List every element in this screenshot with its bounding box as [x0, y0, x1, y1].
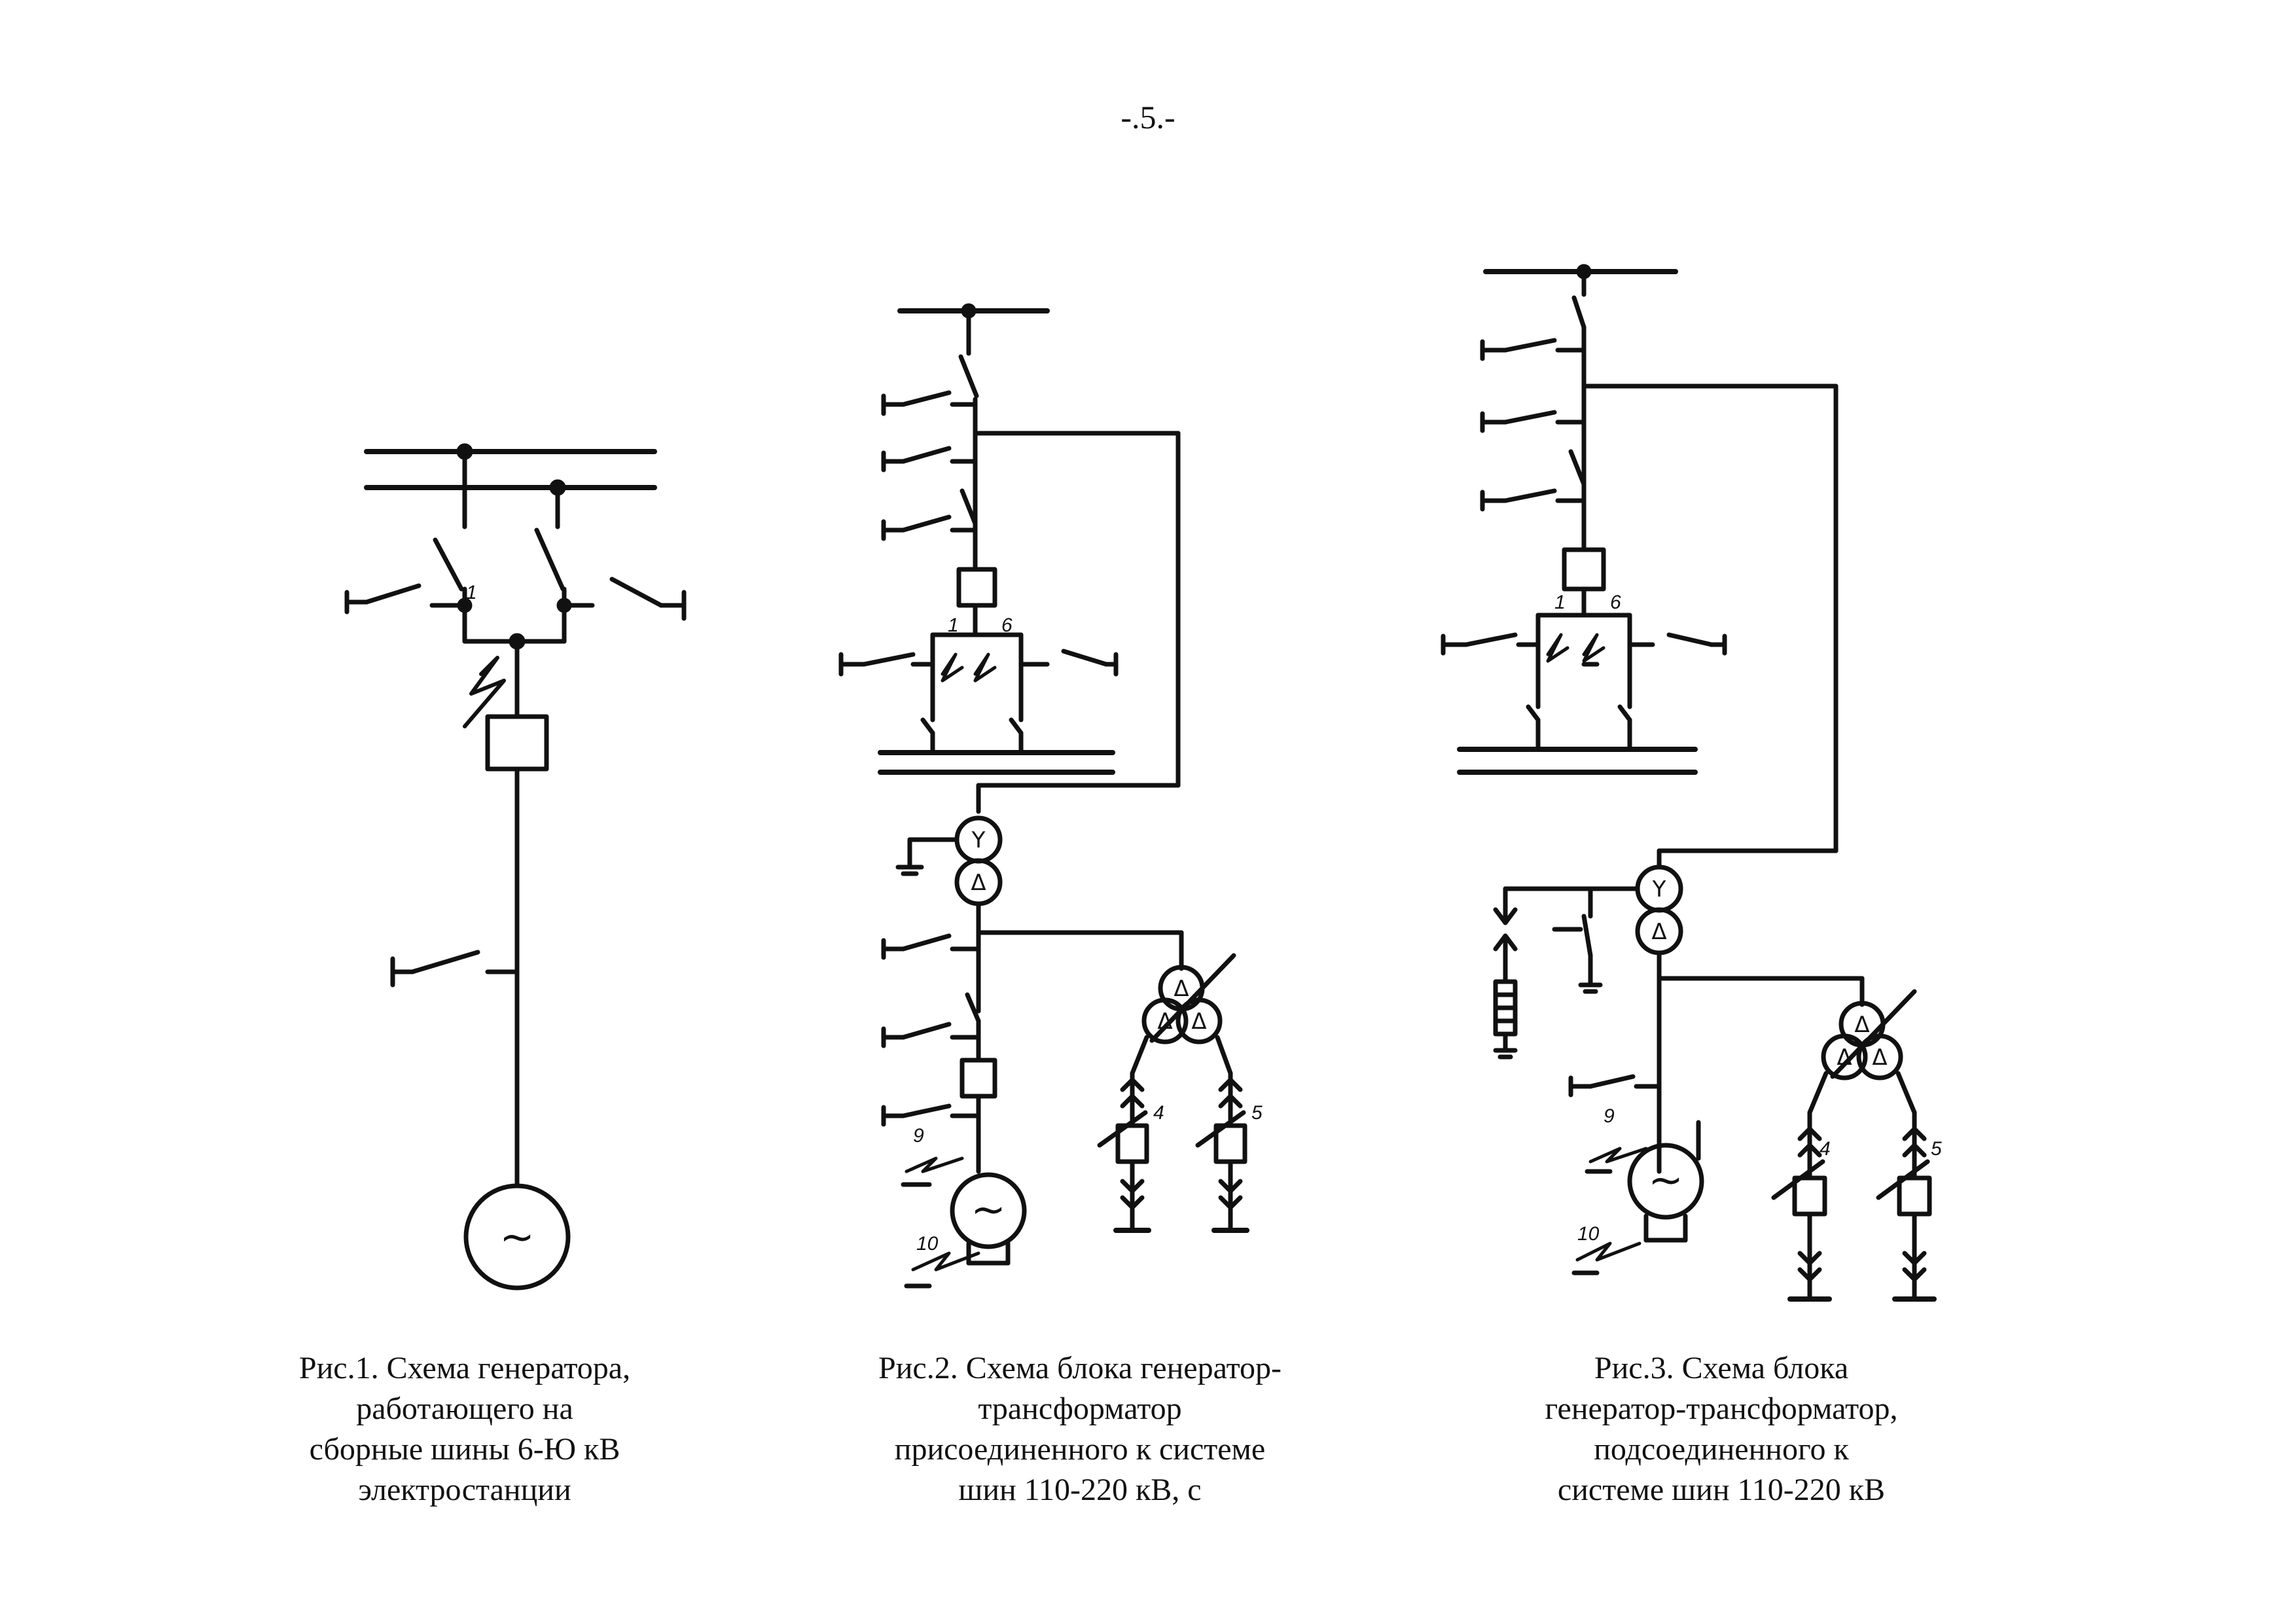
- fig3-label-5: 5: [1931, 1138, 1942, 1160]
- fig2-label-1: 1: [948, 615, 959, 636]
- fig2-aux-delta-3: Δ: [1191, 1008, 1206, 1035]
- fig3-aux-delta-2: Δ: [1837, 1044, 1852, 1071]
- fig2-label-9: 9: [913, 1125, 924, 1147]
- fig2-transformer-star: Y: [971, 827, 986, 853]
- fig3-label-9: 9: [1604, 1105, 1615, 1127]
- fig3-label-1: 1: [1554, 592, 1566, 613]
- fig2-transformer-delta: Δ: [971, 870, 986, 896]
- figure-2-scheme: 1 6 Y Δ Δ Δ Δ: [838, 303, 1263, 1289]
- figure-3-scheme: 1 6 Y Δ Δ: [1441, 264, 1942, 1302]
- fig2-label-6: 6: [1001, 615, 1013, 636]
- fig2-label-4: 4: [1153, 1102, 1164, 1124]
- fig3-label-4: 4: [1820, 1138, 1831, 1160]
- fig2-generator-symbol: ~: [971, 1186, 1006, 1234]
- fig1-generator-symbol: ~: [499, 1213, 535, 1262]
- fig3-aux-delta-1: Δ: [1854, 1012, 1869, 1038]
- fig3-transformer-star: Y: [1652, 876, 1666, 902]
- fig3-aux-delta-3: Δ: [1872, 1044, 1887, 1071]
- page-number: -.5.-: [1121, 99, 1175, 135]
- fig2-label-10: 10: [916, 1233, 939, 1255]
- fig3-label-10: 10: [1577, 1223, 1600, 1245]
- fig2-label-5: 5: [1251, 1102, 1263, 1124]
- figure-1-scheme: 1 ~: [344, 443, 687, 1291]
- fig3-generator-symbol: ~: [1648, 1156, 1683, 1205]
- figure-3-caption: Рис.3. Схема блока генератор-трансформат…: [1545, 1351, 1898, 1507]
- fig2-aux-delta-1: Δ: [1174, 976, 1189, 1002]
- fig1-label-1: 1: [466, 582, 477, 603]
- figure-1-caption: Рис.1. Схема генератора, работающего на …: [298, 1351, 631, 1507]
- fig3-transformer-delta: Δ: [1651, 919, 1666, 945]
- figure-2-caption: Рис.2. Схема блока генератор- трансформа…: [878, 1351, 1282, 1507]
- fig3-label-6: 6: [1610, 592, 1621, 613]
